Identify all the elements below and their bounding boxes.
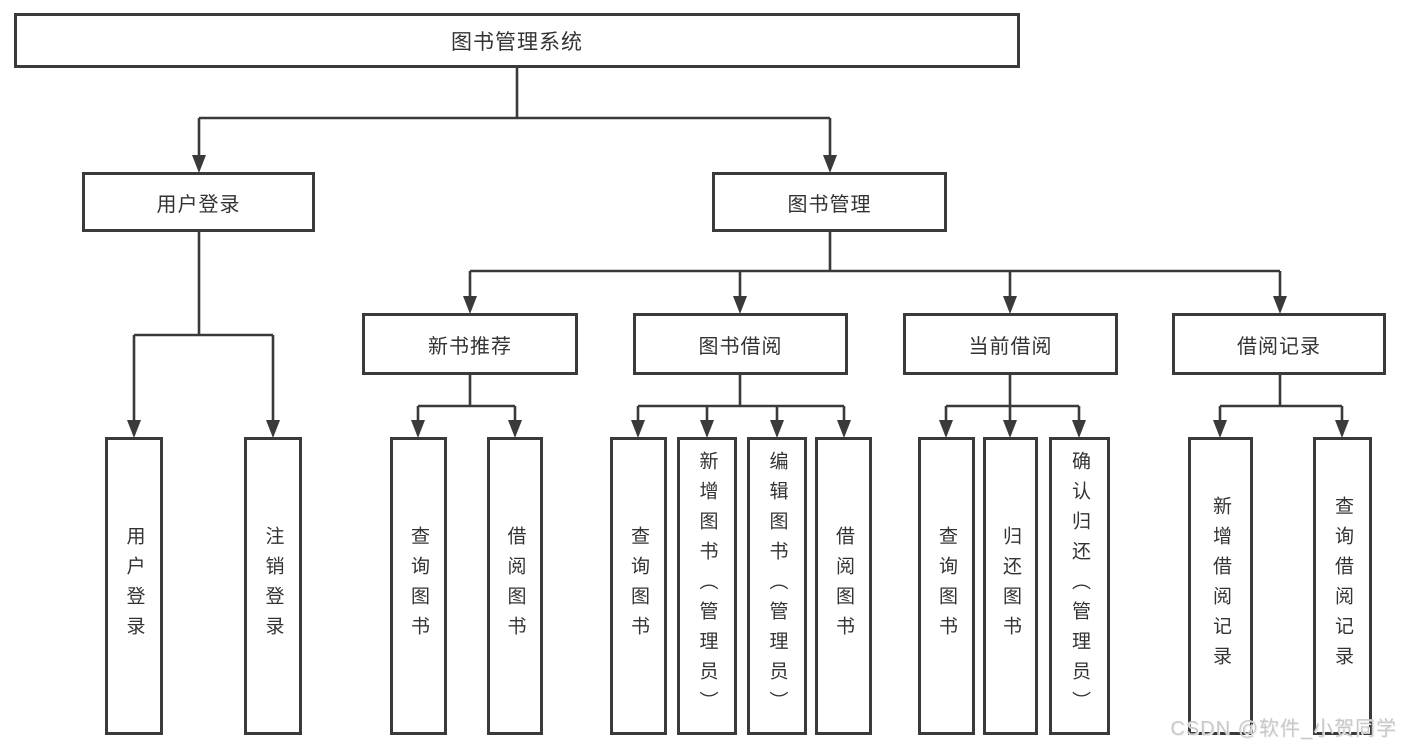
leaf-logout: 注销登录: [244, 437, 302, 735]
node-label: 当前借阅: [968, 335, 1053, 358]
node-label: 借阅记录: [1237, 335, 1321, 358]
leaf-add-book-admin: 新增图书（管理员）: [677, 437, 737, 735]
leaf-label: 查询图书: [408, 526, 429, 646]
node-book-borrow: 图书借阅: [633, 313, 848, 375]
leaf-label: 查询借阅记录: [1332, 496, 1353, 676]
leaf-label: 查询图书: [628, 526, 649, 646]
leaf-query-books-current: 查询图书: [918, 437, 975, 735]
leaf-label: 注销登录: [262, 526, 284, 646]
node-label: 图书管理系统: [451, 30, 583, 54]
leaf-add-borrow-record: 新增借阅记录: [1188, 437, 1253, 735]
leaf-label: 借阅图书: [504, 526, 526, 646]
leaf-return-book: 归还图书: [983, 437, 1038, 735]
node-book-management: 图书管理: [712, 172, 947, 232]
node-current-borrow: 当前借阅: [903, 313, 1118, 375]
node-label: 用户登录: [156, 193, 241, 216]
csdn-watermark: CSDN @软件_小贺同学: [1170, 718, 1397, 740]
node-new-book-recommend: 新书推荐: [362, 313, 578, 375]
leaf-label: 归还图书: [1000, 526, 1021, 646]
leaf-label: 编辑图书（管理员）: [766, 451, 788, 721]
leaf-edit-book-admin: 编辑图书（管理员）: [747, 437, 807, 735]
node-label: 图书管理: [787, 193, 872, 216]
leaf-borrow-books-borrow: 借阅图书: [815, 437, 872, 735]
leaf-borrow-books-newbook: 借阅图书: [487, 437, 543, 735]
node-label: 图书借阅: [698, 335, 783, 358]
leaf-label: 用户登录: [123, 526, 145, 646]
leaf-label: 查询图书: [936, 526, 957, 646]
node-library-management-system: 图书管理系统: [14, 13, 1020, 68]
leaf-query-books-borrow: 查询图书: [610, 437, 667, 735]
leaf-label: 新增图书（管理员）: [696, 451, 718, 721]
node-user-login: 用户登录: [82, 172, 315, 232]
leaf-label: 确认归还（管理员）: [1069, 451, 1090, 721]
node-borrow-records: 借阅记录: [1172, 313, 1386, 375]
node-label: 新书推荐: [428, 335, 512, 358]
leaf-query-books-newbook: 查询图书: [390, 437, 447, 735]
leaf-confirm-return-admin: 确认归还（管理员）: [1049, 437, 1110, 735]
leaf-label: 借阅图书: [833, 526, 854, 646]
leaf-query-borrow-record: 查询借阅记录: [1313, 437, 1372, 735]
leaf-user-login: 用户登录: [105, 437, 163, 735]
leaf-label: 新增借阅记录: [1210, 496, 1231, 676]
